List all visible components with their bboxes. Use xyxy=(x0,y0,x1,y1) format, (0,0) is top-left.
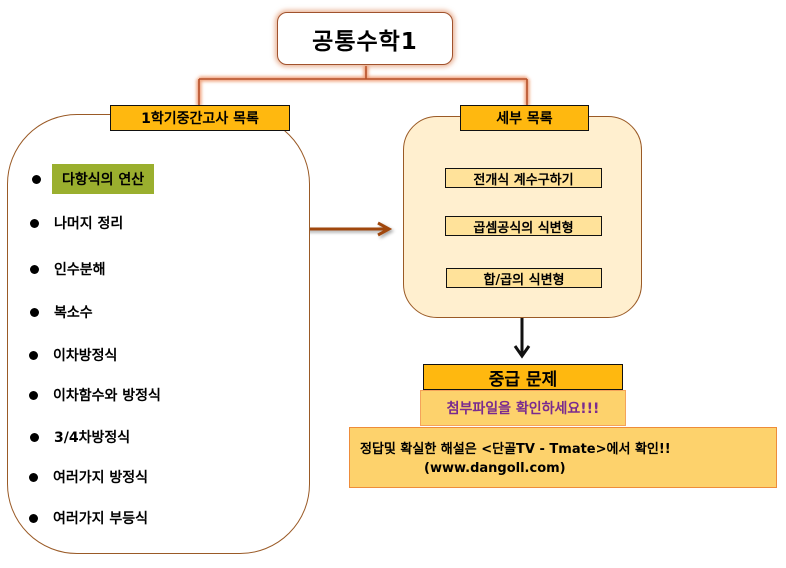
topic-label: 인수분해 xyxy=(54,262,106,278)
bullet-icon xyxy=(30,264,39,274)
topic-item[interactable]: 복소수 xyxy=(30,302,93,322)
topic-label: 나머지 정리 xyxy=(54,216,124,232)
bullet-icon xyxy=(29,350,38,360)
bullet-icon xyxy=(29,472,38,482)
topic-item[interactable]: 3/4차방정식 xyxy=(30,427,130,447)
topic-item[interactable]: 다항식의 연산 xyxy=(32,164,155,194)
detail-list-label[interactable]: 세부 목록 xyxy=(460,105,589,131)
tree-connector-glow xyxy=(196,66,530,106)
attachment-note-text: 첨부파일을 확인하세요!!! xyxy=(446,401,600,417)
topic-label: 이차함수와 방정식 xyxy=(53,388,161,404)
topic-label: 이차방정식 xyxy=(53,348,118,364)
topic-item[interactable]: 인수분해 xyxy=(30,259,106,279)
root-title: 공통수학1 xyxy=(312,28,418,55)
detail-item[interactable]: 곱셈공식의 식변형 xyxy=(445,216,602,236)
detail-item-label: 곱셈공식의 식변형 xyxy=(473,220,574,236)
topic-label: 여러가지 방정식 xyxy=(53,470,149,486)
detail-item-label: 합/곱의 식변형 xyxy=(483,272,565,288)
bullet-icon xyxy=(30,432,39,442)
down-arrow xyxy=(513,318,531,359)
attachment-note: 첨부파일을 확인하세요!!! xyxy=(420,390,626,426)
detail-item[interactable]: 전개식 계수구하기 xyxy=(445,168,602,188)
detail-item-label: 전개식 계수구하기 xyxy=(473,172,574,188)
website-link[interactable]: (www.dangoll.com) xyxy=(424,461,566,476)
bullet-icon xyxy=(30,218,39,228)
midterm-list-label-text: 1학기중간고사 목록 xyxy=(141,111,259,127)
topic-label: 3/4차방정식 xyxy=(54,430,131,446)
topic-label: 여러가지 부등식 xyxy=(53,511,149,527)
topic-item[interactable]: 나머지 정리 xyxy=(30,213,123,233)
topic-item[interactable]: 이차함수와 방정식 xyxy=(29,385,161,405)
problems-title[interactable]: 중급 문제 xyxy=(423,364,623,390)
topic-label: 복소수 xyxy=(54,305,93,321)
topic-item[interactable]: 여러가지 방정식 xyxy=(29,467,148,487)
detail-item[interactable]: 합/곱의 식변형 xyxy=(446,268,602,288)
topic-item[interactable]: 이차방정식 xyxy=(29,345,117,365)
midterm-list-label[interactable]: 1학기중간고사 목록 xyxy=(110,105,290,131)
root-node[interactable]: 공통수학1 xyxy=(277,12,453,65)
topic-label-highlighted: 다항식의 연산 xyxy=(52,164,155,194)
answer-info-text: 정답및 확실한 해설은 <단골TV - Tmate>에서 확인!! xyxy=(360,442,671,457)
bullet-icon xyxy=(32,174,41,184)
tree-connector xyxy=(198,66,528,106)
bullet-icon xyxy=(30,307,39,317)
problems-title-text: 중급 문제 xyxy=(488,369,558,390)
bullet-icon xyxy=(29,513,38,523)
answer-info-box: 정답및 확실한 해설은 <단골TV - Tmate>에서 확인!! (www.d… xyxy=(349,427,777,488)
detail-list-label-text: 세부 목록 xyxy=(496,111,553,127)
topic-item[interactable]: 여러가지 부등식 xyxy=(29,508,148,528)
bullet-icon xyxy=(29,390,38,400)
